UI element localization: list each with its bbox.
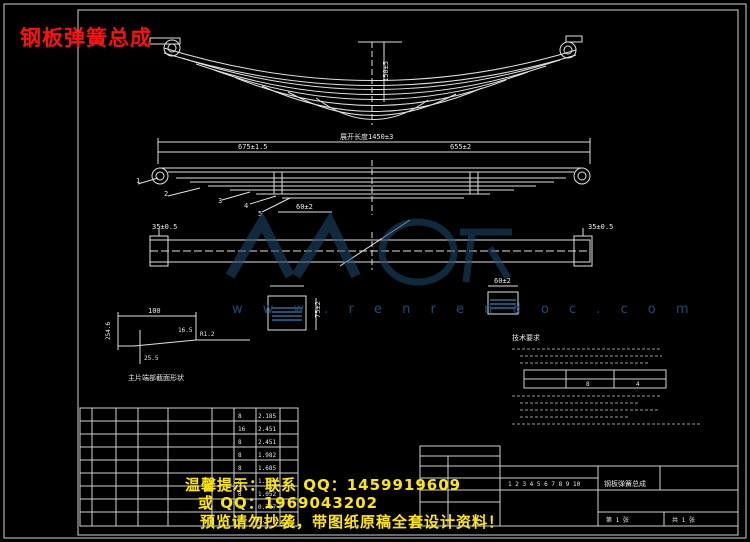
watermark-website: w w w . r e n r e n d o c . c o m: [232, 302, 697, 317]
watermark-glyph-1: [225, 211, 295, 279]
parts-mass-6: 1.366: [258, 478, 276, 485]
section-width-text: 75±2: [314, 301, 322, 318]
section-right-text: 60±2: [494, 277, 511, 285]
leaf-4: [213, 69, 529, 100]
notes-heading: 技术要求: [512, 333, 540, 342]
parts-qty-8: 8: [238, 504, 242, 511]
main-title-block: [499, 465, 739, 527]
parts-mass-7: 1.052: [258, 491, 276, 498]
leader-1: [137, 177, 159, 185]
parts-list: [79, 407, 299, 527]
parts-qty-6: 8: [238, 478, 242, 485]
height-dim-text: 150±5: [382, 61, 390, 82]
parts-mass-9: 0.425: [258, 517, 276, 524]
parts-mass-2: 2.451: [258, 426, 276, 433]
notes-cell-b: 4: [636, 381, 640, 388]
profile-r-text: R1.2: [200, 331, 215, 338]
flat-right-eye-bore: [577, 171, 587, 181]
flat-left-eye: [151, 167, 169, 185]
section-a-box: [267, 295, 307, 331]
section-a: [267, 285, 317, 331]
right-len-text: 655±2: [450, 143, 471, 151]
right-width-text: 35±0.5: [588, 223, 613, 231]
section-b-box: [487, 291, 519, 315]
tech-notes: 技术要求 8 4: [512, 333, 700, 425]
leader-5: [261, 197, 291, 213]
rebound-clip-right: [469, 171, 479, 195]
parts-qty-4: 8: [238, 452, 242, 459]
detail-caption: 主片端部截面形状: [128, 373, 184, 382]
parts-qty-9: 8: [238, 517, 242, 524]
promo-line-3: 预览请勿抄袭，带图纸原稿全套设计资料！: [200, 513, 505, 531]
leaf-3: [195, 63, 547, 95]
leader-3: [221, 191, 251, 201]
parts-table: [79, 407, 299, 527]
flat-left-eye-bore: [155, 171, 165, 181]
right-clip: [565, 35, 583, 43]
parts-mass-8: 0.737: [258, 504, 276, 511]
spring-flat-view: [137, 138, 591, 215]
profile-h2-text: 25.5: [144, 355, 159, 362]
callout-4: 4: [244, 202, 248, 210]
title-block-number: 1 2 3 4 5 6 7 8 9 10: [508, 481, 581, 488]
watermark-glyph-2: [291, 211, 361, 279]
profile-h1-text: 254.6: [105, 322, 112, 340]
spring-plan-view: [149, 219, 593, 270]
flat-right-eye: [573, 167, 591, 185]
parts-mass-4: 1.982: [258, 452, 276, 459]
watermark-logo: [225, 211, 512, 286]
watermark-glyph-3: [460, 228, 512, 283]
left-width-text: 35±0.5: [152, 223, 177, 231]
parts-values: 2.185 2.451 2.451 1.982 1.685 1.366 1.05…: [238, 413, 276, 524]
leaf-6: [261, 85, 483, 112]
right-eye-bore: [563, 45, 573, 55]
parts-qty-5: 8: [238, 465, 242, 472]
profile-outline: [118, 339, 250, 347]
parts-mass-1: 2.185: [258, 413, 276, 420]
parts-qty-7: 8: [238, 491, 242, 498]
notes-cell-a: 8: [586, 381, 590, 388]
sheet-number: 第 1 张: [606, 516, 629, 524]
profile-len-text: 100: [148, 307, 161, 315]
left-len-text: 675±1.5: [238, 143, 268, 151]
parts-qty-1: 8: [238, 413, 242, 420]
parts-qty-3: 8: [238, 439, 242, 446]
span-dim-text: 展开长度1450±3: [340, 132, 393, 141]
callout-3: 3: [218, 197, 222, 205]
section-b: [487, 285, 519, 315]
callout-1: 1: [136, 177, 140, 185]
callout-5: 5: [258, 210, 262, 218]
leaf-1b: [163, 52, 577, 86]
center-offset-text: 60±2: [296, 203, 313, 211]
leader-4: [249, 195, 277, 205]
parts-mass-5: 1.685: [258, 465, 276, 472]
leaf-1: [163, 47, 577, 81]
title-block-name: 钢板弹簧总成: [604, 479, 646, 488]
profile-detail: [117, 312, 250, 364]
outer-border: [3, 3, 747, 539]
profile-c-text: 16.5: [178, 327, 193, 334]
parts-qty-2: 16: [238, 426, 246, 433]
promo-line-2: 或 QQ：1969043202: [198, 494, 379, 512]
title-block: [419, 445, 739, 527]
rebound-clip-left: [273, 171, 283, 195]
left-clip: [149, 37, 181, 45]
watermark-ring: [378, 218, 458, 286]
inner-frame: [77, 9, 739, 536]
leaf-2: [181, 57, 561, 90]
callout-2: 2: [164, 190, 168, 198]
promo-line-1: 温馨提示：联系 QQ：1459919609: [185, 476, 462, 494]
parts-mass-3: 2.451: [258, 439, 276, 446]
leader-2: [167, 187, 201, 197]
drawing-title: 钢板弹簧总成: [20, 26, 152, 50]
spring-side-view: [149, 35, 583, 125]
sheet-total: 共 1 张: [672, 516, 695, 524]
